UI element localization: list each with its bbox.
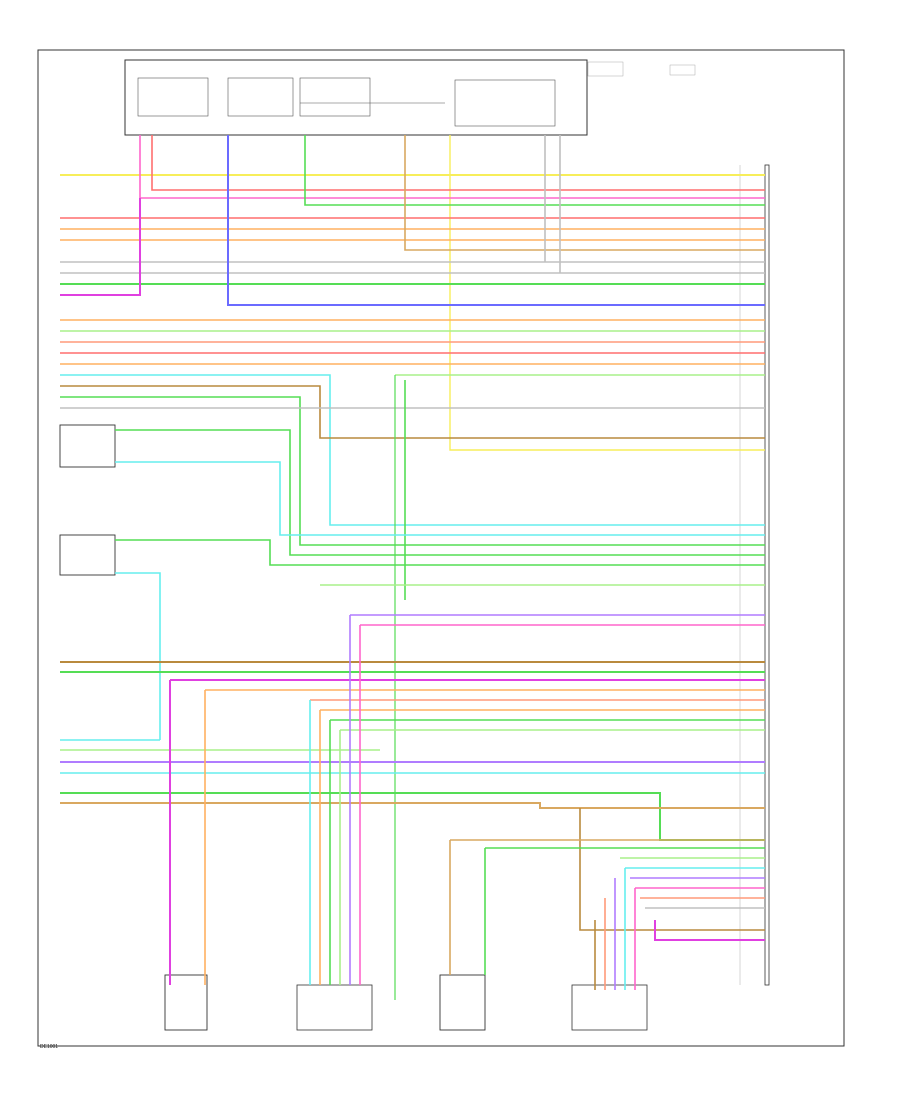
- wires-vertical-drops: [169, 615, 636, 990]
- left-switch-1: [59, 424, 116, 468]
- wire-segment: [139, 135, 765, 199]
- wire-segment: [115, 539, 765, 566]
- wire-segment: [60, 792, 765, 841]
- wire-segment: [60, 374, 765, 526]
- bottom-connector-2: [296, 984, 373, 1031]
- wire-segment: [579, 808, 765, 931]
- top-switch-assembly: [124, 59, 696, 136]
- wire-segment: [151, 135, 765, 191]
- wires-upper: [60, 135, 765, 306]
- wire-segment: [304, 135, 765, 206]
- left-switch-2: [59, 534, 116, 576]
- bottom-sensor-1: [164, 974, 208, 1031]
- wire-segment: [654, 920, 765, 941]
- wire-segment: [60, 396, 765, 546]
- wire-segment: [115, 429, 765, 556]
- bottom-sensor-3: [439, 974, 486, 1031]
- wire-segment: [60, 802, 765, 809]
- wires-lower: [60, 614, 765, 941]
- diagram-border: [37, 49, 845, 1047]
- wires-middle: [60, 319, 765, 1000]
- wire-segment: [60, 385, 765, 439]
- wire-segment: [449, 135, 765, 451]
- wire-yellow-top: [60, 135, 765, 451]
- main-connector-block: [739, 164, 770, 986]
- wire-segment: [227, 135, 765, 306]
- wire-segment: [60, 198, 141, 296]
- wire-segment: [404, 135, 765, 251]
- bottom-connector-4: [571, 984, 648, 1031]
- wire-segment: [115, 572, 161, 740]
- wire-segment: [115, 461, 765, 536]
- diagram-code: DE1001: [40, 1044, 59, 1050]
